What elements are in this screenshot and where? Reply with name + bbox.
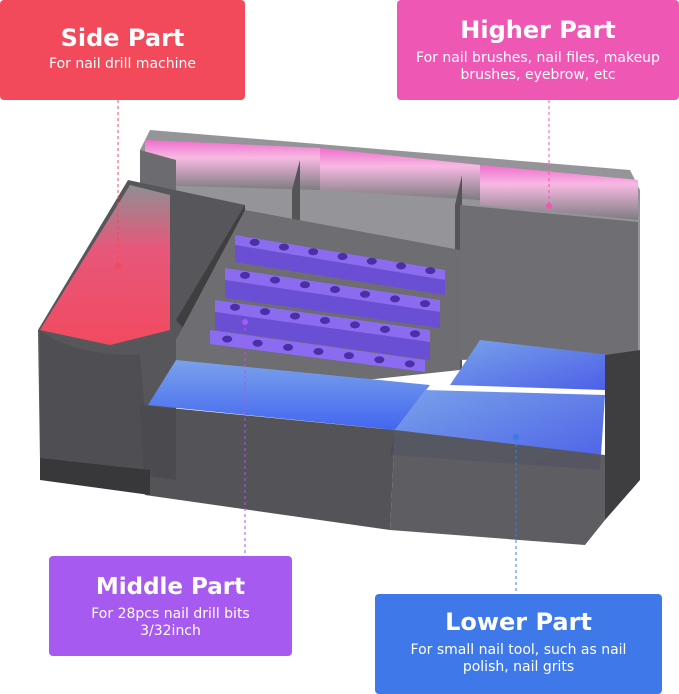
- bit-hole: [396, 262, 407, 270]
- higher-part-card: Higher Part For nail brushes, nail files…: [397, 0, 679, 100]
- bit-hole: [320, 317, 330, 324]
- pointer-lines: [115, 100, 552, 594]
- bit-hole: [222, 335, 233, 343]
- middle-part-title: Middle Part: [95, 574, 246, 600]
- bit-hole: [343, 352, 354, 360]
- bit-hole: [278, 243, 289, 251]
- bit-hole: [283, 343, 294, 351]
- bit-hole: [330, 286, 340, 293]
- side-part-card: Side Part For nail drill machine: [0, 0, 245, 100]
- bit-hole: [425, 267, 436, 275]
- side-compartment: [38, 180, 245, 480]
- side-part-desc: For nail drill machine: [49, 56, 196, 72]
- bit-hole: [374, 356, 385, 364]
- higher-part-desc: For nail brushes, nail files, makeup bru…: [416, 50, 660, 83]
- lower-part-title: Lower Part: [445, 608, 592, 636]
- middle-part-desc: For 28pcs nail drill bits 3/32inch: [91, 606, 250, 639]
- bit-hole: [360, 290, 370, 298]
- bit-hole: [240, 271, 250, 279]
- lower-part-desc: For small nail tool, such as nail polish…: [410, 642, 627, 675]
- bit-hole: [308, 248, 319, 256]
- lower-part-card: Lower Part For small nail tool, such as …: [375, 594, 662, 694]
- bit-hole: [300, 281, 310, 289]
- middle-compartment: [176, 210, 460, 400]
- drill-bit-holes: [222, 238, 436, 368]
- bit-hole: [260, 308, 270, 316]
- higher-part-title: Higher Part: [460, 16, 616, 44]
- side-part-title: Side Part: [60, 24, 185, 52]
- bit-hole: [380, 325, 390, 333]
- bit-hole: [270, 276, 280, 284]
- front-walls: [40, 350, 640, 545]
- bit-hole: [249, 238, 260, 246]
- bit-hole: [410, 330, 420, 338]
- bit-hole: [350, 321, 360, 329]
- middle-part-card: Middle Part For 28pcs nail drill bits 3/…: [49, 556, 292, 656]
- bit-hole: [290, 312, 300, 320]
- bit-hole: [404, 360, 415, 368]
- bit-hole: [313, 348, 324, 355]
- bit-hole: [252, 339, 263, 347]
- bit-hole: [337, 253, 348, 260]
- bit-hole: [390, 295, 400, 303]
- bit-hole: [420, 300, 430, 308]
- bit-hole: [230, 303, 240, 311]
- bit-hole: [366, 257, 377, 265]
